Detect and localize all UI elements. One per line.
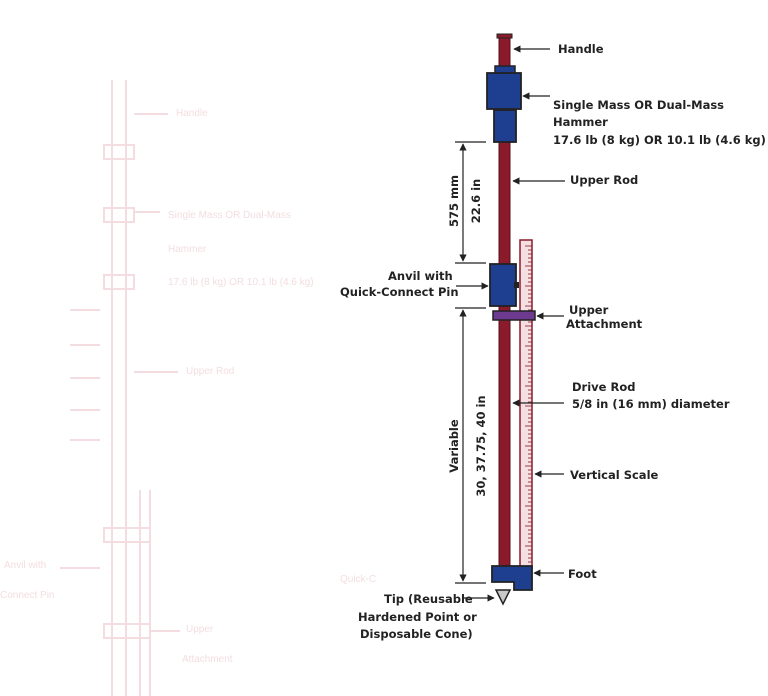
ghost-upper-rod-text: Upper Rod <box>186 366 235 377</box>
quick-connect-pin <box>514 282 519 288</box>
foot-label: Foot <box>568 567 597 581</box>
ghost-anvil-text-2: Connect Pin <box>0 590 55 601</box>
ghost-strokes <box>60 80 180 696</box>
hammer-label-line2: Hammer <box>553 115 608 129</box>
tip <box>494 589 512 606</box>
ghost-hammer-text-2: Hammer <box>168 244 207 255</box>
anvil <box>489 263 517 307</box>
ghost-quick-text: Quick-C <box>340 574 377 585</box>
vertical-scale <box>519 239 533 569</box>
hammer-mass <box>486 72 522 110</box>
upper-attachment <box>492 310 536 321</box>
ghost-handle-text: Handle <box>176 108 208 119</box>
drive-rod-label-line2: 5/8 in (16 mm) diameter <box>572 397 730 411</box>
ghost-upper-text: Upper <box>186 624 214 635</box>
upper-attachment-label-line2: Attachment <box>566 317 643 331</box>
tip-label-line1: Tip (Reusable <box>384 592 473 606</box>
handle-cap <box>496 33 513 39</box>
ghost-layer: Handle Single Mass OR Dual-Mass Hammer 1… <box>0 80 377 696</box>
ghost-hammer-box <box>103 144 135 160</box>
lower-dim-variable: Variable <box>447 419 461 473</box>
ghost-hammer-text-3: 17.6 lb (8 kg) OR 10.1 lb (4.6 kg) <box>168 277 314 288</box>
foot <box>491 565 533 591</box>
upper-attachment-label-line1: Upper <box>569 303 609 317</box>
tip-label-line2: Hardened Point or <box>358 610 477 624</box>
ghost-hammer-box-2 <box>103 207 135 223</box>
anvil-label-line1: Anvil with <box>388 269 453 283</box>
upper-rod-label: Upper Rod <box>570 173 639 187</box>
hammer-label-line3: 17.6 lb (8 kg) OR 10.1 lb (4.6 kg) <box>553 133 766 147</box>
upper-dim-mm: 575 mm <box>447 175 461 227</box>
ghost-hammer-text: Single Mass OR Dual-Mass <box>168 210 291 221</box>
ghost-anvil-box <box>103 274 135 290</box>
scale-body <box>519 239 533 569</box>
ghost-svg <box>60 80 180 696</box>
ghost-attachment-text: Attachment <box>182 654 233 665</box>
handle-label: Handle <box>558 42 604 56</box>
drive-rod-label-line1: Drive Rod <box>572 380 636 394</box>
scale-ticks <box>525 245 532 563</box>
dimension-lines <box>455 141 486 584</box>
tip-label-line3: Disposable Cone) <box>360 627 473 641</box>
ghost-foot-box <box>103 527 151 543</box>
hammer-label-line1: Single Mass OR Dual-Mass <box>553 98 725 112</box>
lower-dim-in: 30, 37.75, 40 in <box>474 395 488 497</box>
leader-lines <box>456 45 565 602</box>
hammer-lower-mass <box>493 109 517 143</box>
upper-dim-in: 22.6 in <box>469 178 483 224</box>
anvil-label-line2: Quick-Connect Pin <box>340 285 459 299</box>
ghost-anvil-text: Anvil with <box>4 560 47 571</box>
vertical-scale-label: Vertical Scale <box>570 468 659 482</box>
